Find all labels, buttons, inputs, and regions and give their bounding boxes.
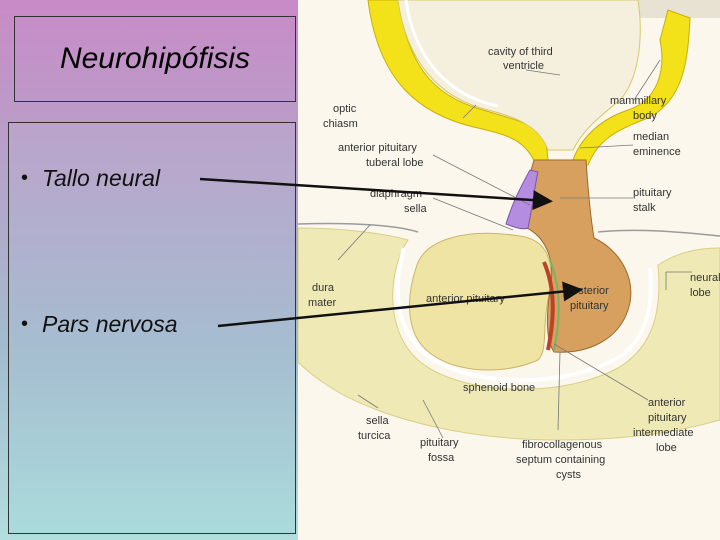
third-ventricle	[397, 0, 641, 151]
dura-mater-line	[395, 247, 653, 383]
intermediate-lobe-green	[549, 259, 560, 351]
label-dura-1: dura	[312, 282, 335, 294]
label-fossa-2: fossa	[428, 452, 455, 464]
anterior-pituitary	[409, 232, 552, 371]
label-median-2: eminence	[633, 146, 681, 158]
label-stalk-2: stalk	[633, 202, 656, 214]
arrow-tallo-neural	[199, 177, 553, 211]
label-optic-2: chiasm	[323, 118, 358, 130]
label-fossa-1: pituitary	[420, 437, 459, 449]
intermediate-lobe-red	[542, 261, 555, 351]
label-stalk-1: pituitary	[633, 187, 672, 199]
label-tuberal-2: tuberal lobe	[366, 157, 424, 169]
bullet-label: Pars nervosa	[42, 311, 178, 337]
label-intermediate-1: anterior	[648, 397, 686, 409]
sphenoid-bone	[298, 227, 720, 441]
label-median-1: median	[633, 131, 669, 143]
bullet-dot-icon: •	[21, 313, 29, 335]
hypothalamus-shape	[367, 0, 691, 166]
label-intermediate-2: pituitary	[648, 412, 687, 424]
bullet-label: Tallo neural	[42, 165, 161, 191]
diaphragm-line-left	[298, 222, 419, 233]
label-mammillary-1: mammillary	[610, 95, 667, 107]
label-mammillary-2: body	[633, 110, 657, 122]
bullet-dot-icon: •	[21, 167, 29, 189]
bullet-item-tallo: • Tallo neural	[21, 165, 160, 192]
label-intermediate-4: lobe	[656, 442, 677, 454]
label-posterior-2: pituitary	[570, 300, 609, 312]
diagram-svg: cavity of third ventricle optic chiasm m…	[298, 0, 720, 481]
label-cavity-2: ventricle	[503, 60, 544, 72]
title-box: Neurohipófisis	[14, 16, 296, 102]
slide-title: Neurohipófisis	[59, 42, 251, 75]
label-fibro-3: cysts	[556, 469, 582, 481]
label-sella-2: turcica	[358, 430, 391, 442]
label-sphenoid: sphenoid bone	[463, 382, 535, 394]
arrow-pars-nervosa	[217, 281, 583, 328]
label-cavity-1: cavity of third	[488, 46, 553, 58]
bullet-item-pars: • Pars nervosa	[21, 311, 178, 338]
leader-lines	[337, 59, 692, 439]
pituitary-diagram: cavity of third ventricle optic chiasm m…	[298, 0, 720, 540]
label-dura-2: mater	[308, 297, 336, 309]
label-intermediate-3: intermediate	[633, 427, 694, 439]
label-neural-2: lobe	[690, 287, 711, 299]
ventricle-highlight	[404, 0, 499, 108]
diaphragm-line-right	[597, 229, 720, 237]
label-optic-1: optic	[333, 103, 357, 115]
label-diaphragm-2: sella	[404, 203, 428, 215]
label-fibro-1: fibrocollagenous	[522, 439, 603, 451]
bullet-panel: • Tallo neural • Pars nervosa	[8, 122, 296, 534]
label-fibro-2: septum containing	[516, 454, 605, 466]
label-neural-1: neural	[690, 272, 720, 284]
label-sella-1: sella	[366, 415, 390, 427]
label-tuberal-1: anterior pituitary	[338, 142, 417, 154]
